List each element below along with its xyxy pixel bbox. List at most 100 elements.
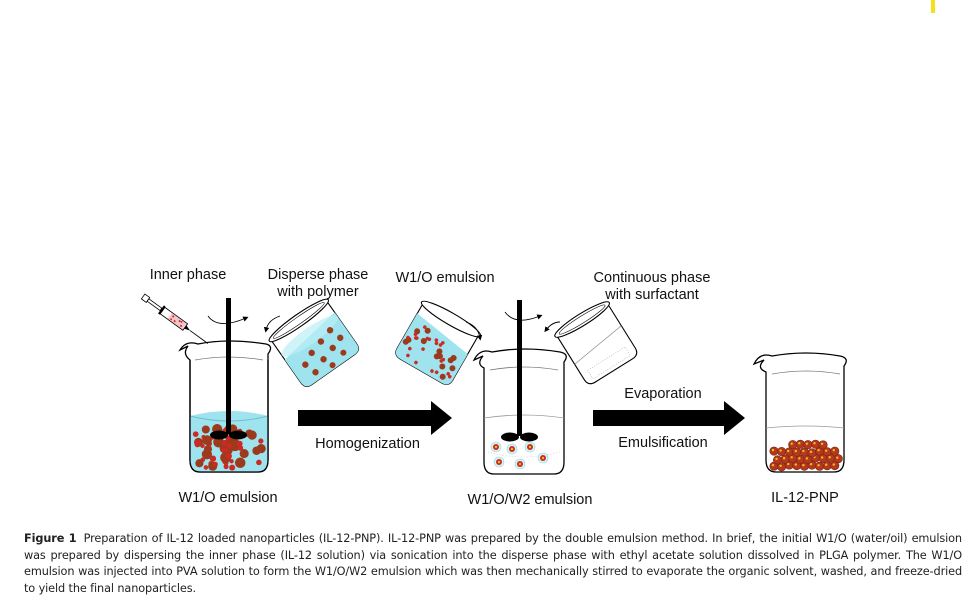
particle (830, 446, 840, 456)
particle (413, 332, 418, 337)
pour-arrow-icon (465, 321, 483, 341)
particle (771, 463, 775, 467)
particle (836, 456, 839, 459)
particle (798, 442, 801, 445)
particle (201, 449, 212, 460)
particle (805, 442, 809, 445)
particle (788, 440, 798, 450)
particle (414, 360, 418, 365)
particle (518, 462, 522, 466)
particle (256, 459, 262, 466)
particle (777, 447, 787, 457)
particle (802, 464, 805, 467)
particle (408, 346, 412, 351)
particle (825, 463, 828, 466)
particle (769, 446, 779, 456)
particle-icon (192, 423, 266, 471)
particle (779, 464, 782, 468)
right-arrow-icon (298, 401, 452, 435)
particle (406, 335, 410, 340)
particle (402, 338, 409, 345)
figure-caption: Figure 1 Preparation of IL-12 loaded nan… (24, 531, 962, 597)
particle (441, 357, 446, 362)
particle (226, 442, 233, 449)
particle (817, 464, 820, 467)
particle (832, 448, 835, 452)
particle (809, 450, 813, 454)
particle (772, 455, 782, 465)
particle (820, 442, 824, 446)
particle (438, 343, 443, 347)
particle (229, 464, 236, 471)
particle (794, 449, 797, 453)
label-w1o-emulsion: W1/O emulsion (178, 490, 278, 506)
particle (434, 370, 439, 375)
particle (439, 363, 446, 370)
particle (406, 353, 410, 358)
particle (497, 460, 501, 464)
particle (833, 454, 843, 464)
particle (771, 448, 775, 452)
label-w1ow2-emulsion: W1/O/W2 emulsion (467, 492, 593, 508)
particle (510, 447, 514, 451)
particle (820, 456, 824, 459)
particle (430, 369, 434, 373)
particle (779, 449, 782, 452)
label-w1o-input: W1/O emulsion (395, 270, 495, 286)
particle (807, 448, 817, 458)
particle (236, 440, 243, 447)
particle (803, 440, 813, 450)
syringe-icon (140, 293, 209, 344)
particle (541, 456, 545, 460)
particle (423, 325, 427, 329)
beaker-icon (268, 298, 359, 387)
particle (832, 463, 835, 466)
particle (450, 354, 457, 361)
particle (828, 456, 831, 459)
particle (223, 448, 229, 453)
particle (439, 373, 446, 380)
particle (195, 459, 204, 468)
particle (223, 464, 229, 470)
label-continuous-phase: Continuous phase with surfactant (593, 270, 711, 303)
label-disperse-phase: Disperse phase with polymer (267, 267, 369, 300)
particle (415, 336, 419, 340)
particle (192, 431, 199, 438)
particle (446, 372, 450, 376)
stirrer-icon (210, 298, 247, 440)
particle (810, 439, 820, 449)
particle (229, 459, 234, 464)
particle (447, 374, 452, 379)
particle (436, 348, 443, 355)
beaker-icon (395, 300, 482, 385)
particle (787, 462, 790, 466)
beaker-icon (554, 301, 638, 385)
caption-text: Preparation of IL-12 loaded nanoparticle… (24, 532, 962, 595)
particle (528, 445, 532, 449)
particle-icon (490, 441, 549, 470)
particle (194, 439, 201, 446)
particle (817, 448, 820, 452)
label-il12-pnp: IL-12-PNP (771, 490, 839, 506)
particle (813, 442, 816, 445)
particle (203, 465, 209, 470)
particle (825, 449, 828, 452)
rotation-arrow-icon (504, 311, 543, 321)
particle (212, 461, 218, 467)
particle (809, 462, 813, 466)
particle (494, 445, 498, 449)
particle (782, 456, 786, 460)
particle (790, 442, 793, 445)
particle (434, 338, 439, 342)
particle (209, 455, 217, 462)
particle (420, 338, 427, 345)
particle (234, 457, 246, 469)
particle (202, 435, 212, 446)
particle (201, 425, 210, 434)
particle (818, 440, 828, 450)
particle (421, 347, 425, 351)
particle (449, 365, 456, 372)
particle-icon (769, 439, 843, 472)
label-emulsification: Emulsification (618, 435, 708, 451)
particle (802, 449, 805, 453)
